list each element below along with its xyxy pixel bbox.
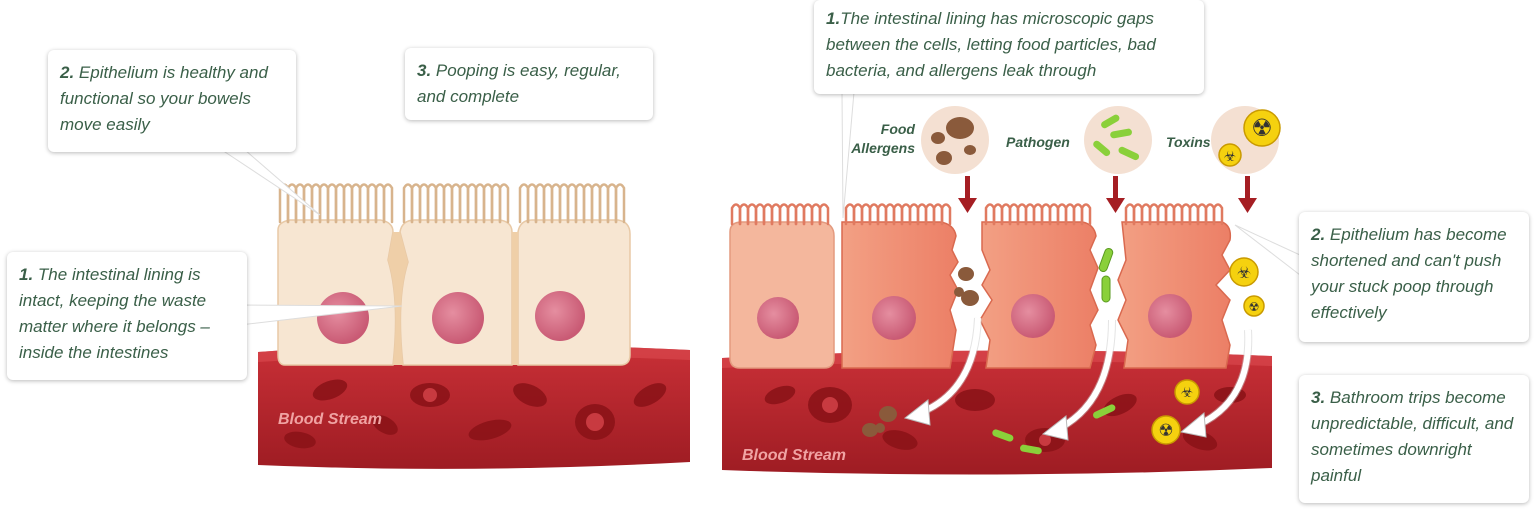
callout-number: 3. (1311, 388, 1326, 407)
callout-number: 3. (417, 61, 432, 80)
pathogen-in-gap (1098, 247, 1114, 303)
callout-text: Epithelium has become shortened and can'… (1311, 225, 1507, 322)
blood-stream-label-healthy: Blood Stream (278, 411, 382, 428)
callout-text: Bathroom trips become unpredictable, dif… (1311, 388, 1514, 485)
svg-text:☢: ☢ (1249, 300, 1260, 314)
healthy-cell (277, 219, 397, 366)
healthy-microvilli (278, 183, 626, 224)
leaky-cell-pale (729, 221, 835, 369)
callout-number: 1. (19, 265, 34, 284)
toxins-circle: ☢ ☣ (1211, 106, 1281, 174)
blood-stream-healthy (258, 344, 690, 469)
leak-arrowheads (903, 399, 1207, 441)
leaky-cell (841, 221, 959, 369)
leaked-pathogens (992, 404, 1116, 455)
label-toxins: Toxins (1166, 134, 1211, 150)
svg-text:☣: ☣ (1224, 149, 1237, 165)
food-particles-in-gap (954, 267, 979, 306)
toxin-in-gap: ☣ ☢ (1229, 257, 1265, 317)
blood-stream-label-leaky: Blood Stream (742, 447, 846, 464)
callout-text: The intestinal lining is intact, keeping… (19, 265, 210, 362)
leaky-microvilli (730, 203, 1224, 226)
callout-number: 2. (1311, 225, 1326, 244)
callout-healthy-3: 3. Pooping is easy, regular, and complet… (405, 48, 653, 120)
callout-text: Pooping is easy, regular, and complete (417, 61, 621, 106)
pathogen-circle (1084, 106, 1152, 174)
callout-leaky-2: 2. Epithelium has become shortened and c… (1299, 212, 1529, 342)
svg-text:☢: ☢ (1158, 421, 1173, 441)
callout-text: The intestinal lining has microscopic ga… (826, 9, 1156, 80)
leak-arrows (920, 317, 1253, 432)
svg-text:☣: ☣ (1237, 263, 1251, 282)
healthy-cell (517, 219, 631, 366)
healthy-nuclei (317, 291, 585, 344)
callout-number: 2. (60, 63, 75, 82)
label-allergens: Allergens (850, 140, 915, 156)
label-pathogen: Pathogen (1006, 134, 1070, 150)
down-arrows-red (958, 176, 1257, 213)
svg-text:☣: ☣ (1181, 385, 1194, 401)
callout-healthy-1: 1. The intestinal lining is intact, keep… (7, 252, 247, 380)
food-allergens-circle (921, 106, 989, 174)
callout-text: Epithelium is healthy and functional so … (60, 63, 268, 134)
leaky-nuclei (757, 294, 1192, 340)
leaked-food-particles (862, 406, 897, 437)
label-food: Food (881, 121, 916, 137)
callout-healthy-2: 2. Epithelium is healthy and functional … (48, 50, 296, 152)
callout-leaky-1: 1.The intestinal lining has microscopic … (814, 0, 1204, 94)
svg-text:☢: ☢ (1251, 114, 1273, 142)
callout-leaky-3: 3. Bathroom trips become unpredictable, … (1299, 375, 1529, 503)
leaky-epithelial-cells (729, 221, 1232, 369)
leaked-toxins: ☣ ☢ (1151, 379, 1200, 445)
callout-number: 1. (826, 9, 841, 28)
pointer-healthy-2 (220, 149, 321, 216)
blood-stream-leaky (722, 350, 1272, 475)
